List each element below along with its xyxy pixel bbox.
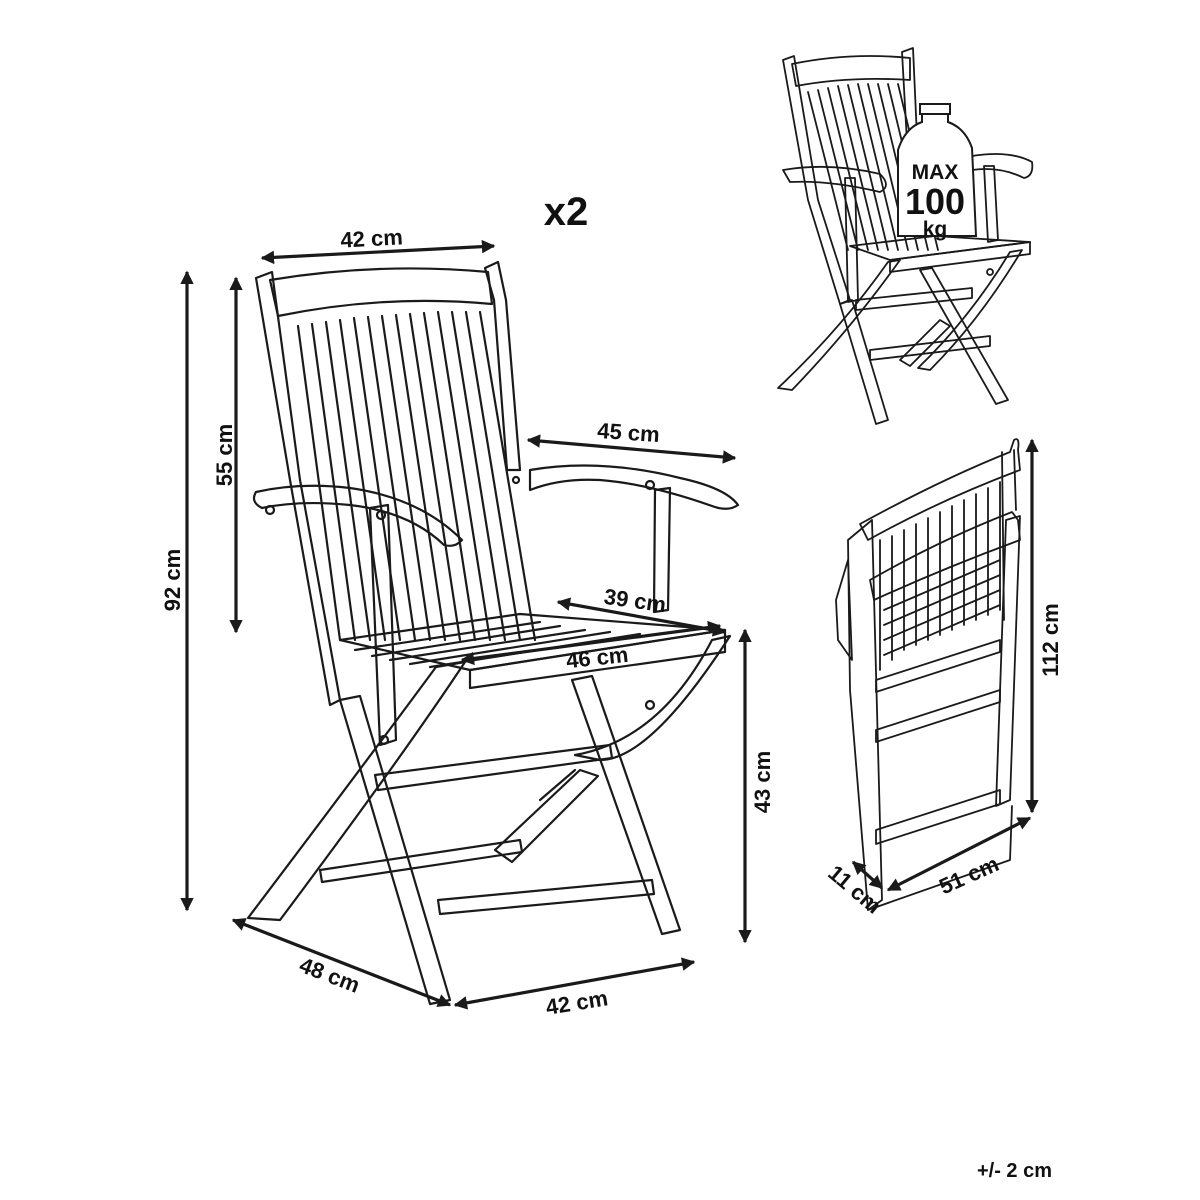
main-chair-drawing (246, 260, 740, 1006)
arrow-folded-thickness (851, 860, 884, 890)
arrow-base-depth (231, 918, 452, 1007)
dimension-arrows-main (180, 239, 752, 1010)
label-folded-height: 112 cm (1038, 603, 1063, 676)
folded-chair-drawing (835, 438, 1021, 911)
arrow-backrest-width (260, 239, 496, 265)
load-unit-label: kg (923, 218, 948, 241)
load-value-label: 100 (905, 181, 965, 222)
label-total-height: 92 cm (160, 549, 185, 611)
label-folded-width: 51 cm (935, 851, 1002, 899)
arrow-base-width (453, 957, 696, 1010)
tolerance-note: +/- 2 cm (977, 1160, 1052, 1182)
label-armrest-length: 45 cm (597, 418, 661, 447)
label-seat-height: 43 cm (750, 751, 775, 813)
label-backrest-width: 42 cm (340, 224, 404, 252)
label-folded-thickness: 11 cm (823, 860, 886, 918)
arrow-seat-width (460, 620, 722, 666)
label-base-width: 42 cm (544, 985, 610, 1019)
load-max-label: MAX (912, 161, 959, 184)
arrow-folded-width (886, 816, 1032, 892)
weight-icon (897, 103, 978, 237)
dimension-arrows-folded (851, 438, 1039, 892)
quantity-label: x2 (544, 190, 589, 234)
label-backrest-height: 55 cm (212, 424, 237, 486)
label-seat-width: 46 cm (565, 642, 630, 673)
arrow-armrest-length (526, 434, 737, 464)
load-chair-drawing (777, 47, 1034, 425)
